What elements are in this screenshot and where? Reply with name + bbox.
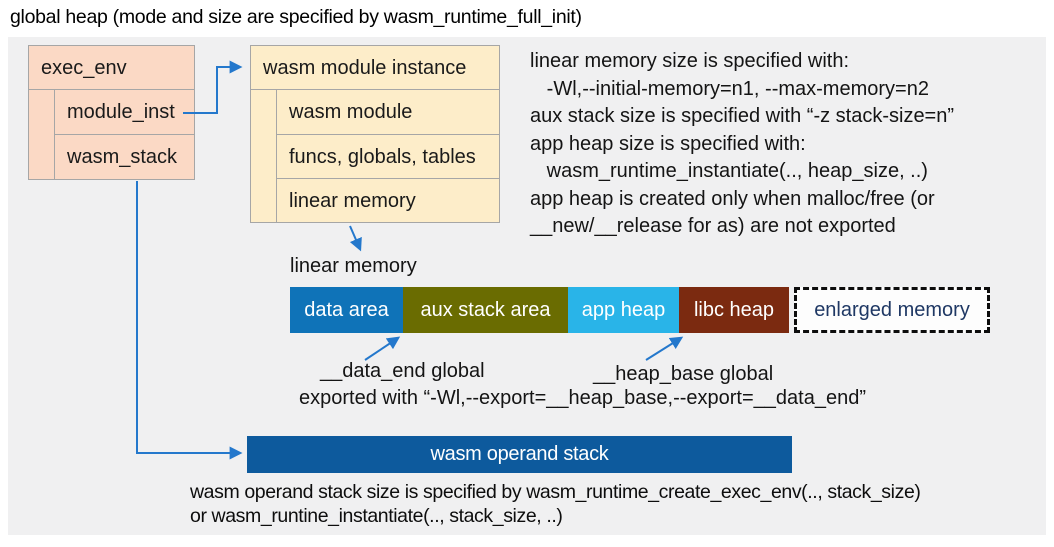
data-end-annotation: __data_end global [320, 360, 485, 382]
note-line: linear memory size is specified with: [530, 50, 849, 72]
exported-with-annotation: exported with “-Wl,--export=__heap_base,… [299, 387, 866, 409]
exec-env-rows: module_inst wasm_stack [54, 90, 194, 180]
segment-data-area: data area [290, 287, 403, 333]
module-instance-row-funcs-globals-tables: funcs, globals, tables [276, 135, 499, 179]
exec-env-box: exec_env module_inst wasm_stack [28, 45, 195, 180]
linear-memory-label: linear memory [290, 255, 417, 277]
note-line: wasm_runtime_instantiate(.., heap_size, … [530, 160, 928, 182]
module-instance-header: wasm module instance [251, 46, 499, 90]
footer-line: or wasm_runtine_instantiate(.., stack_si… [190, 504, 563, 527]
module-instance-row-wasm-module: wasm module [276, 90, 499, 135]
segment-enlarged-memory: enlarged memory [794, 287, 990, 333]
exec-env-row-module-inst: module_inst [54, 90, 194, 135]
footer-line: wasm operand stack size is specified by … [190, 481, 921, 503]
exec-env-row-wasm-stack: wasm_stack [54, 135, 194, 180]
notes-block: linear memory size is specified with: -W… [530, 48, 954, 241]
operand-stack-bar: wasm operand stack [247, 436, 792, 473]
note-line: app heap is created only when malloc/fre… [530, 187, 935, 210]
segment-app-heap: app heap [568, 287, 679, 333]
note-line: __new/__release for as) are not exported [530, 215, 896, 237]
module-instance-rows: wasm module funcs, globals, tables linea… [276, 90, 499, 223]
segment-libc-heap: libc heap [679, 287, 789, 333]
footer-block: wasm operand stack size is specified by … [190, 481, 921, 528]
note-line: aux stack size is specified with “-z sta… [530, 105, 955, 127]
note-line: -Wl,--initial-memory=n1, --max-memory=n2 [530, 77, 929, 100]
module-instance-row-linear-memory: linear memory [276, 179, 499, 223]
heap-base-annotation: __heap_base global [593, 363, 774, 385]
exec-env-header: exec_env [29, 46, 194, 90]
note-line: app heap size is specified with: [530, 132, 806, 155]
segment-aux-stack-area: aux stack area [403, 287, 568, 333]
module-instance-box: wasm module instance wasm module funcs, … [250, 45, 500, 223]
page-title: global heap (mode and size are specified… [10, 6, 582, 28]
